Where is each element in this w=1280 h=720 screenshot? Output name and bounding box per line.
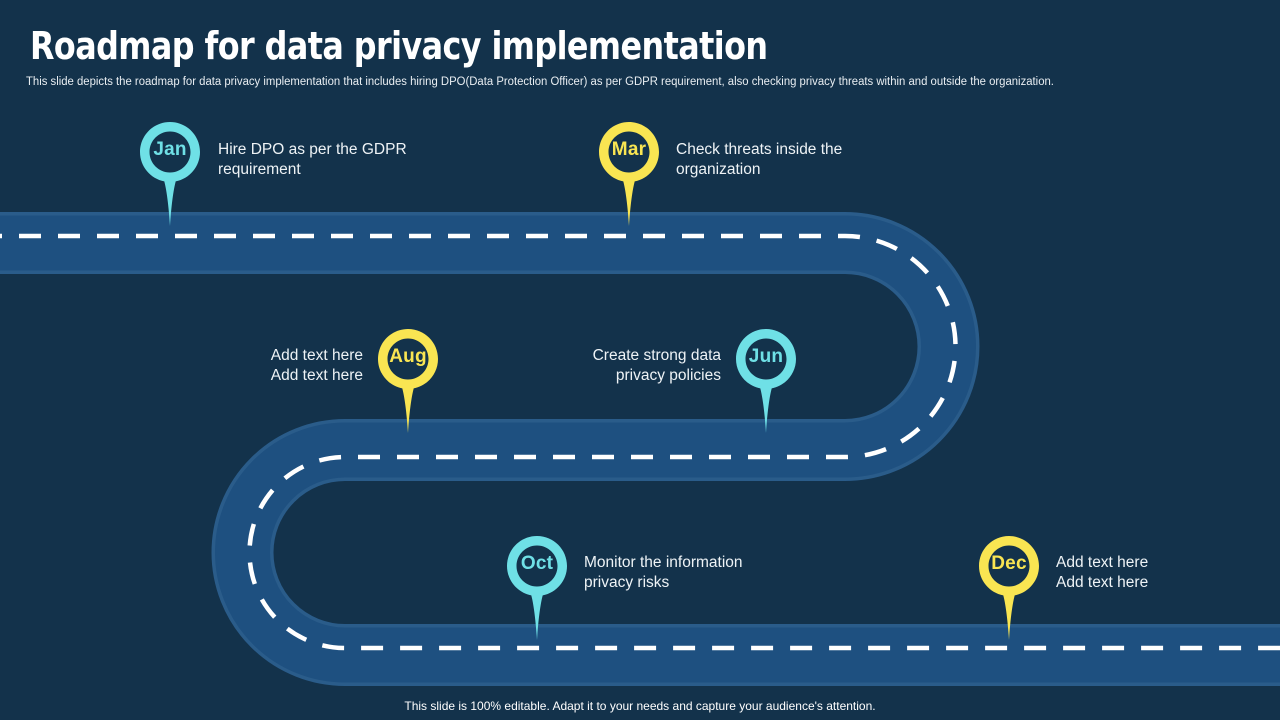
milestone-month-jun: Jun <box>748 346 784 367</box>
milestone-pin-oct[interactable]: Oct <box>500 532 574 644</box>
milestone-month-oct: Oct <box>520 553 554 574</box>
milestone-caption-oct: Monitor the information privacy risks <box>584 554 743 591</box>
milestone-caption-jan: Hire DPO as per the GDPR requirement <box>218 141 407 178</box>
milestone-month-aug: Aug <box>389 346 427 367</box>
road-surface <box>0 243 1280 655</box>
page-subtitle: This slide depicts the roadmap for data … <box>26 76 1054 88</box>
milestone-caption-dec: Add text here Add text here <box>1056 554 1149 591</box>
map-pin-icon <box>736 329 796 433</box>
milestone-caption-jun: Create strong data privacy policies <box>592 347 721 384</box>
map-pin-icon <box>599 122 659 226</box>
milestone-pin-dec[interactable]: Dec <box>972 532 1046 644</box>
map-pin-icon <box>378 329 438 433</box>
milestone-month-dec: Dec <box>991 553 1027 574</box>
milestone-month-jan: Jan <box>153 139 187 160</box>
milestone-pin-aug[interactable]: Aug <box>371 325 445 437</box>
milestone-caption-mar: Check threats inside the organization <box>676 141 843 178</box>
slide-footer-note: This slide is 100% editable. Adapt it to… <box>404 699 876 713</box>
milestone-pin-jun[interactable]: Jun <box>729 325 803 437</box>
milestone-month-mar: Mar <box>611 139 647 160</box>
map-pin-icon <box>979 536 1039 640</box>
map-pin-icon <box>507 536 567 640</box>
road-dashes <box>0 233 1280 651</box>
milestone-pin-jan[interactable]: Jan <box>133 118 207 230</box>
milestone-pin-mar[interactable]: Mar <box>592 118 666 230</box>
milestone-caption-aug: Add text here Add text here <box>270 347 363 384</box>
map-pin-icon <box>140 122 200 226</box>
page-title: Roadmap for data privacy implementation <box>30 24 768 68</box>
